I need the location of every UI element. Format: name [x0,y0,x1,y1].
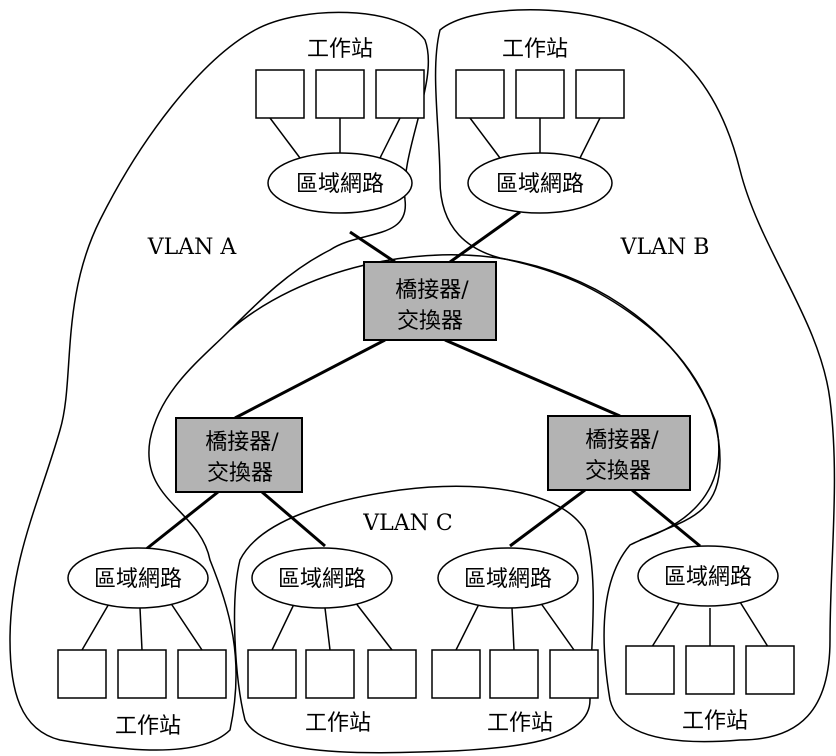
bridge-switch-center: 橋接器/ 交換器 [363,261,497,341]
lan-node [267,152,413,214]
lan-label: 區域網路 [94,567,182,592]
vlan-a-outline [9,11,430,751]
lan-label: 區域網路 [664,565,752,590]
svg-text:交換器: 交換器 [207,461,273,486]
workstation [375,69,425,119]
vlan-c-outline [233,485,595,754]
lan-node [637,545,779,607]
svg-text:橋接器/: 橋接器/ [395,278,469,303]
lan-label: 區域網路 [464,567,552,592]
vlan-b-outline [434,9,836,743]
bridge-switch-left: 橋接器/ 交換器 [175,417,303,493]
bridge-switch-right: 橋接器/ 交換器 [547,415,691,491]
bottom-workstations [57,645,795,699]
svg-text:橋接器/: 橋接器/ [205,430,279,455]
workstation [455,69,505,119]
svg-text:交換器: 交換器 [585,459,651,484]
vlan-b-label: VLAN B [620,235,710,260]
vlan-c-label: VLAN C [362,511,452,536]
workstation-label: 工作站 [682,709,748,734]
lan-label: 區域網路 [278,567,366,592]
lan-label: 區域網路 [496,172,584,197]
core-outline [229,254,720,541]
workstation-label: 工作站 [305,711,371,736]
svg-text:橋接器/: 橋接器/ [585,428,659,453]
svg-text:交換器: 交換器 [397,309,463,334]
workstation [255,69,305,119]
lan-node [437,547,579,609]
lan-label: 區域網路 [296,172,384,197]
vlan-a-label: VLAN A [147,235,238,260]
lan-node [467,152,613,214]
lan-node [67,547,209,609]
workstation-label: 工作站 [307,37,373,62]
workstation-label: 工作站 [487,711,553,736]
workstation [515,69,565,119]
workstation-label: 工作站 [502,37,568,62]
workstation [315,69,365,119]
workstation [575,69,625,119]
top-right-links [469,117,601,159]
top-left-links [269,117,401,159]
workstation-label: 工作站 [115,714,181,739]
lan-node [251,547,393,609]
